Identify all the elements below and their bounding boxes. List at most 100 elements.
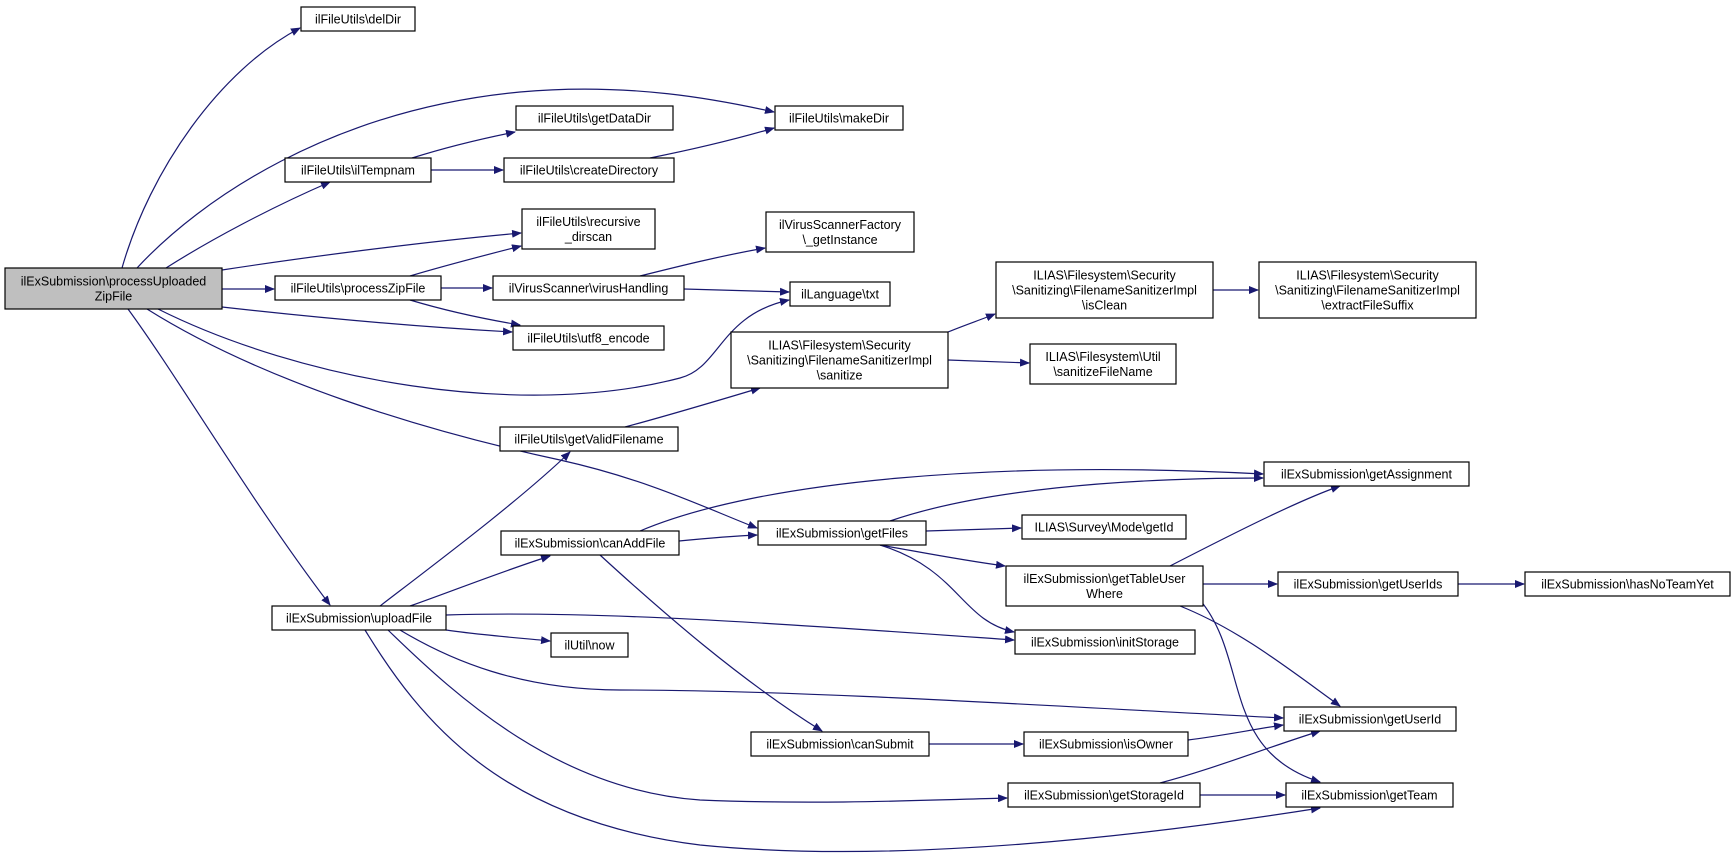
node-label: ilExSubmission\getTeam <box>1301 789 1437 803</box>
edge-getFiles-to-getTableUserWhere <box>879 544 1006 569</box>
node-box <box>757 520 927 546</box>
edge-root-to-makeDir <box>136 88 775 269</box>
node-label: ilExSubmission\getUserId <box>1299 713 1441 727</box>
node-getId[interactable]: ILIAS\Survey\Mode\getId <box>1021 514 1187 540</box>
node-label: ILIAS\Survey\Mode\getId <box>1035 521 1174 535</box>
node-processZipFile[interactable]: ilFileUtils\processZipFile <box>274 275 442 301</box>
node-getUserId[interactable]: ilExSubmission\getUserId <box>1283 706 1457 732</box>
edge-getFiles-to-getId <box>925 524 1022 533</box>
node-label: ilFileUtils\getDataDir <box>538 112 651 126</box>
edge-root-to-delDir <box>121 27 301 269</box>
node-label: \_getInstance <box>802 233 877 247</box>
node-getAssignment[interactable]: ilExSubmission\getAssignment <box>1263 461 1470 487</box>
node-label: ilFileUtils\getValidFilename <box>514 433 663 447</box>
edge-virusHandling-to-txt <box>683 287 790 296</box>
node-label: ilExSubmission\hasNoTeamYet <box>1541 578 1714 592</box>
node-ilTempnam[interactable]: ilFileUtils\ilTempnam <box>284 157 432 183</box>
node-label: ilExSubmission\getTableUser <box>1024 572 1186 586</box>
node-box <box>4 267 223 310</box>
node-label: ilExSubmission\uploadFile <box>286 612 432 626</box>
edge-processZipFile-to-recursive_dirscan <box>409 244 522 277</box>
edge-getValidFilename-to-sanitize <box>624 386 761 428</box>
edge-processZipFile-to-utf8_encode <box>409 299 521 328</box>
node-makeDir[interactable]: ilFileUtils\makeDir <box>774 105 904 131</box>
edges-layer <box>121 27 1525 853</box>
node-box <box>512 325 665 351</box>
node-label: _dirscan <box>564 230 612 244</box>
node-getTeam[interactable]: ilExSubmission\getTeam <box>1285 782 1454 808</box>
node-getInstance[interactable]: ilVirusScannerFactory\_getInstance <box>765 211 915 253</box>
node-label: ilVirusScannerFactory <box>779 218 902 232</box>
node-label: ilFileUtils\processZipFile <box>291 282 426 296</box>
node-box <box>1007 782 1201 808</box>
node-box <box>1524 571 1731 597</box>
node-label: \extractFileSuffix <box>1321 299 1414 313</box>
node-box <box>271 605 447 631</box>
node-box <box>1283 706 1457 732</box>
node-label: \sanitizeFileName <box>1053 365 1152 379</box>
edge-ilTempnam-to-getDataDir <box>411 129 516 159</box>
node-box <box>1263 461 1470 487</box>
node-label: \Sanitizing\FilenameSanitizerImpl <box>747 354 932 368</box>
node-label: ilExSubmission\processUploaded <box>21 275 207 289</box>
node-now[interactable]: ilUtil\now <box>550 632 629 658</box>
edge-uploadFile-to-getValidFilename <box>379 451 571 607</box>
edge-canAddFile-to-getFiles <box>678 531 758 542</box>
node-recursive_dirscan[interactable]: ilFileUtils\recursive_dirscan <box>521 208 656 250</box>
node-box <box>1029 343 1177 385</box>
node-label: \sanitize <box>817 369 863 383</box>
node-label: ilFileUtils\ilTempnam <box>301 164 415 178</box>
node-label: ilFileUtils\delDir <box>315 13 401 27</box>
node-uploadFile[interactable]: ilExSubmission\uploadFile <box>271 605 447 631</box>
node-box <box>1258 261 1477 319</box>
node-label: ilFileUtils\createDirectory <box>520 164 659 178</box>
node-label: ilFileUtils\makeDir <box>789 112 889 126</box>
node-label: ilUtil\now <box>564 639 615 653</box>
edge-canAddFile-to-canSubmit <box>599 554 823 732</box>
node-label: ilExSubmission\getUserIds <box>1294 578 1443 592</box>
node-canSubmit[interactable]: ilExSubmission\canSubmit <box>750 731 930 757</box>
node-extractFileSuffix[interactable]: ILIAS\Filesystem\Security\Sanitizing\Fil… <box>1258 261 1477 319</box>
node-box <box>995 261 1214 319</box>
node-label: ilExSubmission\initStorage <box>1031 636 1179 650</box>
node-txt[interactable]: ilLanguage\txt <box>789 281 891 307</box>
edge-root-to-recursive_dirscan <box>221 229 522 271</box>
node-utf8_encode[interactable]: ilFileUtils\utf8_encode <box>512 325 665 351</box>
node-label: ilExSubmission\canSubmit <box>766 738 914 752</box>
node-canAddFile[interactable]: ilExSubmission\canAddFile <box>500 530 680 556</box>
edge-getTableUserWhere-to-getTeam <box>1199 599 1321 784</box>
node-box <box>284 157 432 183</box>
node-createDirectory[interactable]: ilFileUtils\createDirectory <box>503 157 675 183</box>
node-getStorageId[interactable]: ilExSubmission\getStorageId <box>1007 782 1201 808</box>
node-box <box>515 105 674 131</box>
node-getUserIds[interactable]: ilExSubmission\getUserIds <box>1277 571 1459 597</box>
node-hasNoTeamYet[interactable]: ilExSubmission\hasNoTeamYet <box>1524 571 1731 597</box>
node-delDir[interactable]: ilFileUtils\delDir <box>300 6 416 32</box>
node-isOwner[interactable]: ilExSubmission\isOwner <box>1023 731 1189 757</box>
edge-root-to-getFiles <box>146 308 758 529</box>
node-sanitizeFileName[interactable]: ILIAS\Filesystem\Util\sanitizeFileName <box>1029 343 1177 385</box>
node-box <box>1014 629 1196 655</box>
node-getValidFilename[interactable]: ilFileUtils\getValidFilename <box>499 426 679 452</box>
node-getFiles[interactable]: ilExSubmission\getFiles <box>757 520 927 546</box>
node-sanitize[interactable]: ILIAS\Filesystem\Security\Sanitizing\Fil… <box>730 331 949 389</box>
node-getDataDir[interactable]: ilFileUtils\getDataDir <box>515 105 674 131</box>
node-label: ILIAS\Filesystem\Security <box>768 339 911 353</box>
edge-getStorageId-to-getUserId <box>1159 729 1321 784</box>
node-label: \Sanitizing\FilenameSanitizerImpl <box>1275 284 1460 298</box>
node-label: ZipFile <box>95 290 133 304</box>
node-virusHandling[interactable]: ilVirusScanner\virusHandling <box>492 275 685 301</box>
node-box <box>499 426 679 452</box>
node-label: ILIAS\Filesystem\Security <box>1296 269 1439 283</box>
edge-uploadFile-to-getTeam <box>364 629 1321 853</box>
node-label: ilExSubmission\getStorageId <box>1024 789 1184 803</box>
node-initStorage[interactable]: ilExSubmission\initStorage <box>1014 629 1196 655</box>
edge-isOwner-to-getUserId <box>1187 722 1284 741</box>
node-box <box>789 281 891 307</box>
node-box <box>765 211 915 253</box>
edge-sanitize-to-isClean <box>947 313 996 333</box>
node-isClean[interactable]: ILIAS\Filesystem\Security\Sanitizing\Fil… <box>995 261 1214 319</box>
